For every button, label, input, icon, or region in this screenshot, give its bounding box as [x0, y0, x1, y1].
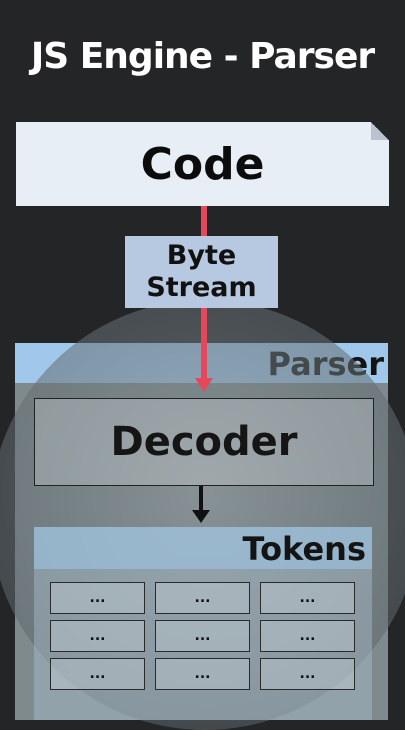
token-cell: ... [50, 658, 145, 690]
decoder-box: Decoder [34, 398, 374, 486]
tokens-header [34, 527, 372, 569]
page-fold-icon [371, 122, 389, 140]
byte-stream-line2: Stream [146, 272, 257, 303]
token-cell: ... [155, 658, 250, 690]
token-cell: ... [260, 620, 355, 652]
token-grid: ... ... ... ... ... ... ... ... ... [50, 582, 355, 690]
byte-stream-box: Byte Stream [125, 236, 278, 308]
code-label: Code [140, 138, 265, 190]
byte-stream-line1: Byte [166, 240, 237, 271]
code-box [16, 122, 389, 206]
token-cell: ... [155, 582, 250, 614]
arrow-byte-to-decoder [201, 308, 207, 380]
arrow-down-icon [195, 378, 213, 392]
token-cell: ... [50, 620, 145, 652]
token-cell: ... [155, 620, 250, 652]
arrow-code-to-byte [201, 206, 207, 236]
token-cell: ... [50, 582, 145, 614]
arrow-decoder-to-tokens [199, 486, 203, 512]
tokens-label: Tokens [242, 530, 366, 568]
page-title: JS Engine - Parser [30, 36, 375, 77]
arrow-down-icon [192, 510, 210, 523]
token-cell: ... [260, 658, 355, 690]
token-cell: ... [260, 582, 355, 614]
